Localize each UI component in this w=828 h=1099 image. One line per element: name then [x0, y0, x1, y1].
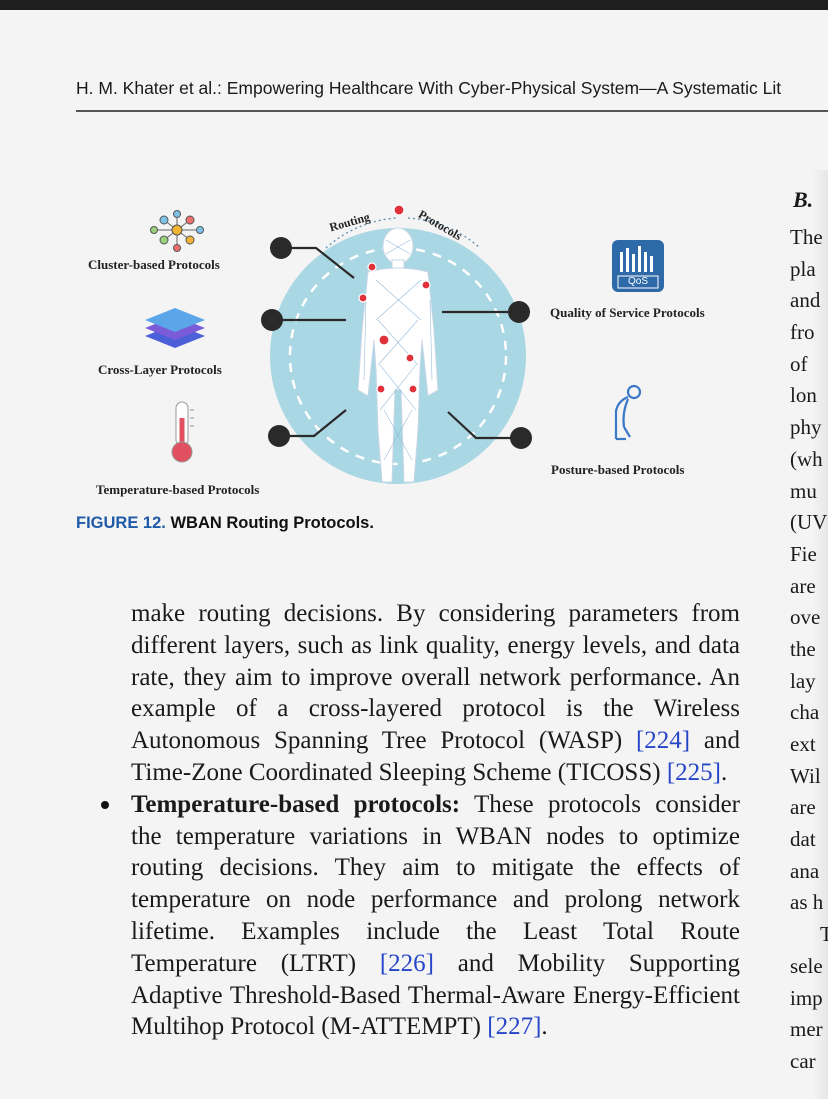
right-column-line: are [790, 795, 816, 820]
right-column-line: sele [790, 953, 823, 978]
label-cluster: Cluster-based Protocols [88, 257, 220, 272]
bullet-title: Temperature-based protocols: [131, 790, 461, 818]
figure-wban-routing: Routing Protocols Cluster-based Protocol… [76, 190, 756, 520]
right-column-text: The pla and fro of lon phy (wh mu (UV Fie are ove the… [790, 222, 828, 1078]
top-bar [0, 0, 828, 10]
right-column-line: The [790, 225, 823, 249]
right-column-line: of [790, 351, 808, 376]
right-column-line: cha [790, 700, 820, 725]
inner-dashed-ring [288, 246, 508, 466]
qos-equalizer-icon [612, 240, 664, 292]
section-heading: B. [793, 187, 814, 212]
label-cross-layer: Cross-Layer Protocols [98, 362, 222, 377]
protocols-arc [407, 217, 481, 249]
label-temperature: Temperature-based Protocols [96, 482, 260, 497]
right-column-line: ana [790, 858, 820, 883]
label-qos: Quality of Service Protocols [550, 305, 705, 320]
right-column-line: lay [790, 668, 816, 693]
citation-link[interactable]: [227] [487, 1013, 542, 1041]
thermometer-icon [171, 401, 194, 463]
cluster-network-icon [150, 210, 204, 252]
paragraph-cross-layer: make routing decisions. By considering p… [131, 600, 740, 786]
right-column-line: ove [790, 605, 821, 630]
right-column-line: pla [790, 256, 816, 281]
right-column-line: as h [790, 890, 824, 915]
right-column-line: fro [790, 320, 815, 345]
right-column-line: dat [790, 827, 816, 852]
right-column-line: mer [790, 1017, 823, 1042]
figure-graphic [145, 204, 664, 484]
right-column-line: are [790, 573, 816, 598]
bullet-temperature: Temperature-based protocols: These proto… [101, 789, 740, 1043]
running-header: H. M. Khater et al.: Empowering Healthca… [76, 78, 782, 98]
right-column-line: car [790, 1048, 816, 1073]
citation-link[interactable]: [224] [635, 727, 691, 755]
body-text: make routing decisions. By considering p… [101, 598, 740, 1043]
human-body-icon [357, 227, 439, 483]
right-column-line: (wh [790, 446, 823, 471]
layers-icon [145, 308, 205, 348]
connector-ends [261, 237, 532, 449]
right-column-line: mu [790, 478, 817, 503]
right-column-line: lon [790, 383, 817, 408]
qos-badge-text: QoS [627, 276, 648, 287]
figure-title: WBAN Routing Protocols. [170, 514, 374, 532]
bullet-dot [101, 800, 109, 809]
citation-link[interactable]: [226] [379, 949, 434, 977]
right-column-line: T [820, 922, 828, 947]
right-column-line: and [790, 288, 821, 313]
citation-link[interactable]: [225] [666, 758, 721, 786]
right-column-line: the [790, 636, 816, 661]
sensor-nodes [358, 204, 431, 394]
routing-arc [325, 217, 397, 249]
right-column-line: imp [790, 985, 823, 1010]
right-column-line: ext [790, 732, 816, 756]
figure-caption: FIGURE 12. WBAN Routing Protocols. [76, 514, 374, 533]
posture-person-icon [614, 384, 642, 441]
right-column-line: Wil [790, 763, 821, 788]
label-posture: Posture-based Protocols [551, 462, 685, 477]
right-column-line: phy [790, 415, 822, 440]
header-rule [76, 110, 828, 112]
right-column-line: (UV [790, 510, 828, 535]
figure-number: FIGURE 12. [76, 514, 166, 532]
right-column-line: Fie [790, 541, 817, 566]
